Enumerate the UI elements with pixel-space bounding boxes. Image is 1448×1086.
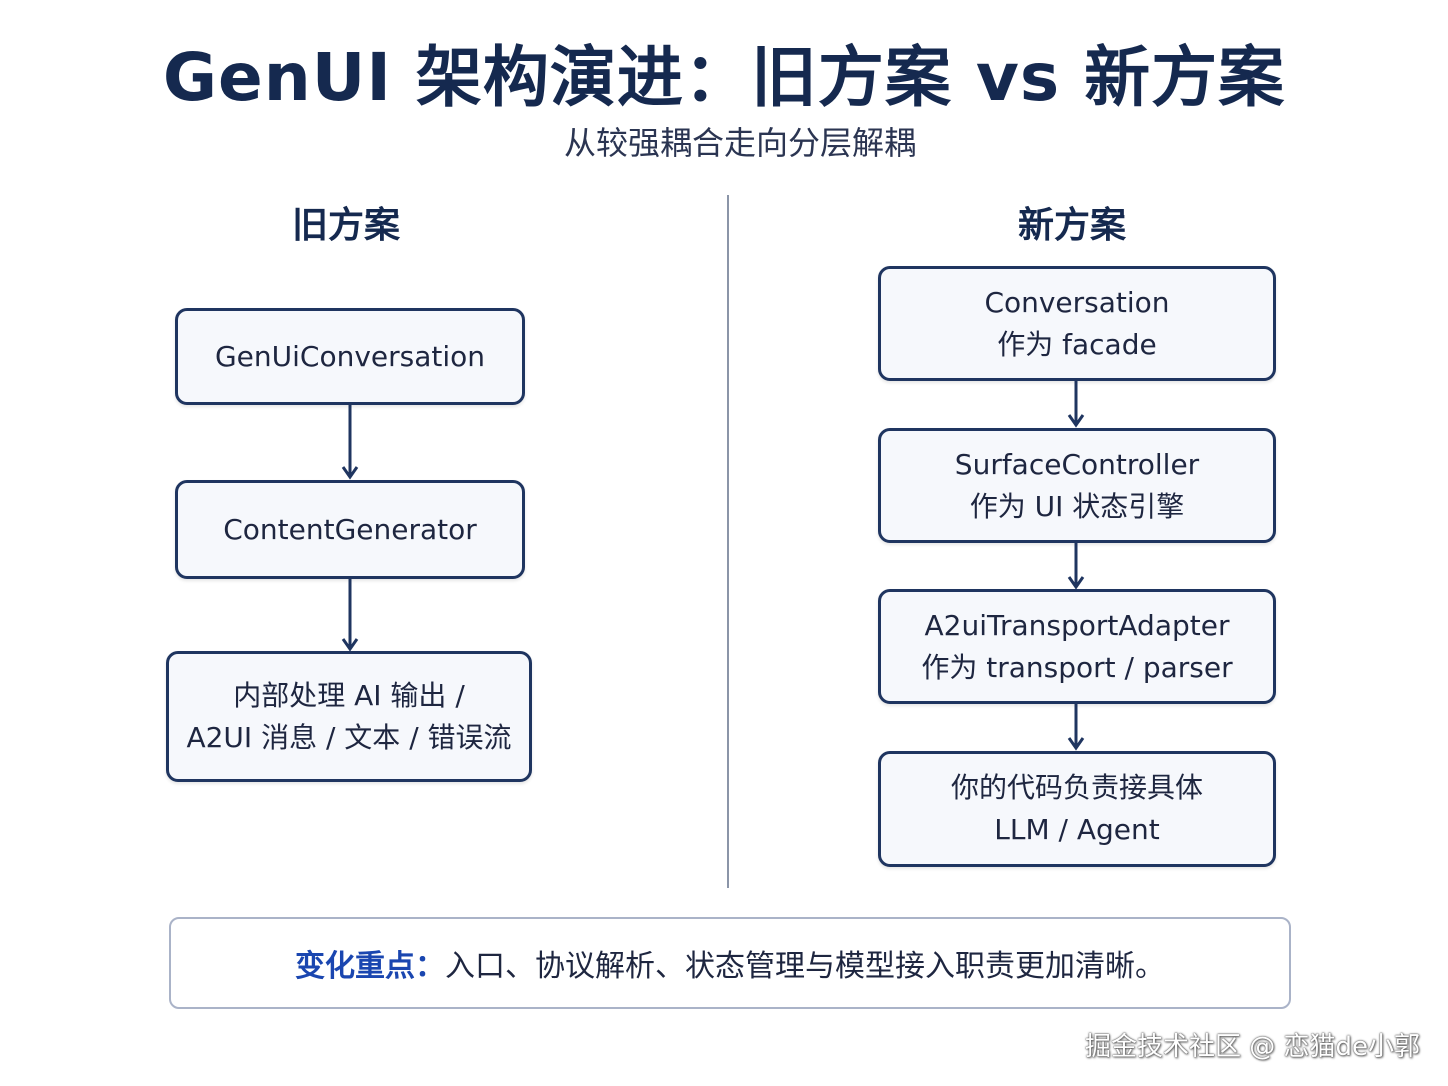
arrow-down-icon — [1067, 543, 1085, 590]
summary-text: 入口、协议解析、状态管理与模型接入职责更加清晰。 — [445, 949, 1165, 984]
box-label: GenUiConversation — [214, 339, 486, 373]
page-subtitle: 从较强耦合走向分层解耦 — [563, 124, 916, 162]
new-box-surface-controller: SurfaceController 作为 UI 状态引擎 — [878, 428, 1276, 543]
box-label-line2: 作为 transport / parser — [921, 650, 1233, 684]
box-label-line1: 你的代码负责接具体 — [950, 771, 1203, 804]
box-label-line1: SurfaceController — [954, 447, 1200, 481]
box-label-line2: 作为 UI 状态引擎 — [969, 489, 1185, 523]
arrow-down-icon — [341, 579, 359, 652]
new-box-transport-adapter: A2uiTransportAdapter 作为 transport / pars… — [878, 589, 1276, 704]
new-box-your-code: 你的代码负责接具体 LLM / Agent — [878, 751, 1276, 867]
old-scheme-heading: 旧方案 — [291, 205, 400, 246]
box-label-line2: 作为 facade — [997, 327, 1157, 361]
box-label-line1: Conversation — [984, 285, 1170, 319]
summary-key: 变化重点： — [295, 949, 445, 984]
old-box-content-generator: ContentGenerator — [175, 480, 525, 579]
old-box-genui-conversation: GenUiConversation — [175, 308, 525, 405]
new-box-conversation: Conversation 作为 facade — [878, 266, 1276, 381]
watermark: 掘金技术社区 @ 恋猫de小郭 — [1084, 1032, 1420, 1062]
box-label-line2: A2UI 消息 / 文本 / 错误流 — [186, 720, 512, 754]
box-label: ContentGenerator — [223, 512, 477, 546]
arrow-down-icon — [1067, 381, 1085, 428]
new-scheme-heading: 新方案 — [1017, 205, 1126, 246]
summary-box: 变化重点： 入口、协议解析、状态管理与模型接入职责更加清晰。 — [169, 917, 1291, 1009]
column-divider — [727, 195, 729, 888]
box-label-line1: A2uiTransportAdapter — [924, 608, 1230, 642]
box-label-line2: LLM / Agent — [994, 813, 1160, 846]
old-box-internal-processing: 内部处理 AI 输出 / A2UI 消息 / 文本 / 错误流 — [166, 651, 532, 782]
arrow-down-icon — [1067, 704, 1085, 751]
box-label-line1: 内部处理 AI 输出 / — [233, 678, 465, 712]
arrow-down-icon — [341, 405, 359, 480]
page-title: GenUI 架构演进：旧方案 vs 新方案 — [162, 39, 1286, 116]
